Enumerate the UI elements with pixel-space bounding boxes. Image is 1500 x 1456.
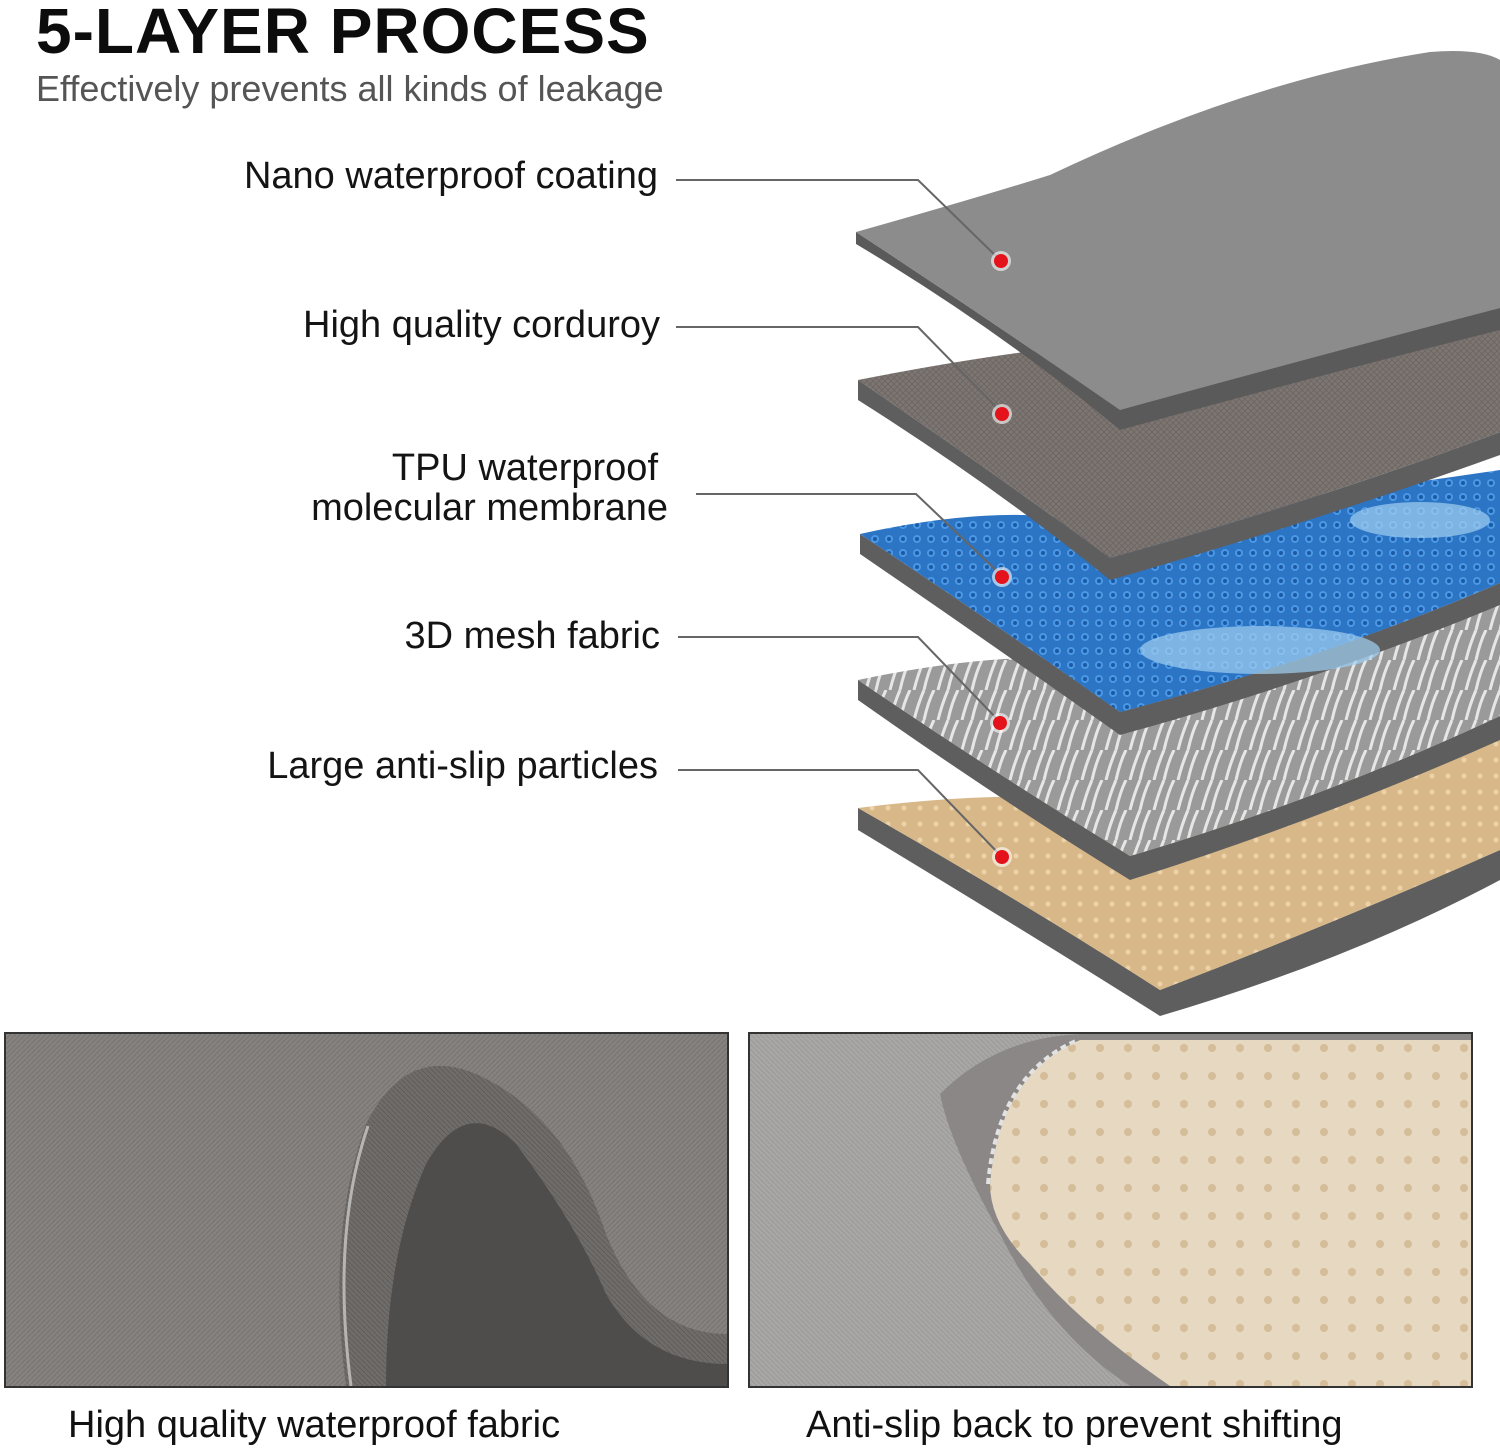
label-tpu-line2: molecular membrane <box>311 487 668 529</box>
label-tpu-membrane: TPU waterproof molecular membrane <box>311 448 668 528</box>
layer-tpu <box>860 470 1500 735</box>
layer-coating <box>856 51 1500 430</box>
label-tpu-line1: TPU waterproof <box>391 447 658 489</box>
leader-line-coating <box>676 179 1001 261</box>
antislip-photo <box>748 1032 1473 1388</box>
layer-stack-illustration <box>676 51 1500 1016</box>
fabric-photo <box>4 1032 729 1388</box>
leader-line-mesh <box>678 636 1001 723</box>
label-nano-coating: Nano waterproof coating <box>243 155 658 197</box>
red-dot-marker <box>995 407 1009 421</box>
leader-line-antislip <box>678 769 1003 858</box>
label-anti-slip: Large anti-slip particles <box>267 745 658 787</box>
page-subtitle: Effectively prevents all kinds of leakag… <box>36 68 664 109</box>
red-dot-marker <box>995 570 1009 584</box>
markers <box>990 251 1012 867</box>
red-dot-marker <box>995 850 1009 864</box>
red-dot-marker <box>994 254 1008 268</box>
page-title: 5-LAYER PROCESS <box>36 0 650 67</box>
leader-lines <box>676 179 1003 858</box>
caption-anti-slip-back: Anti-slip back to prevent shifting <box>806 1404 1343 1446</box>
label-3d-mesh: 3D mesh fabric <box>404 615 660 657</box>
leader-line-tpu <box>696 493 1003 577</box>
leader-line-corduroy <box>676 326 1003 414</box>
label-corduroy: High quality corduroy <box>303 304 660 346</box>
caption-waterproof-fabric: High quality waterproof fabric <box>68 1404 561 1446</box>
red-dot-marker <box>993 716 1007 730</box>
